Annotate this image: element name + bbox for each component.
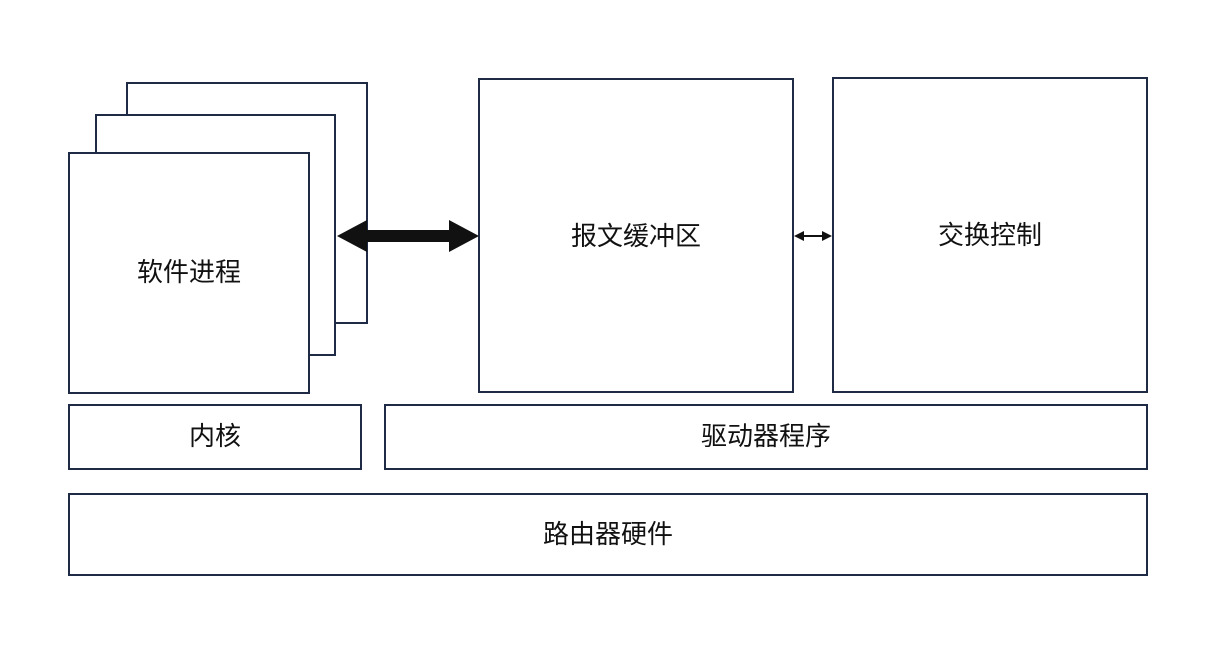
router-hardware-box: [68, 493, 1148, 576]
software-process-box: [68, 152, 310, 394]
driver-label: 驱动器程序: [701, 422, 831, 452]
software-process-label: 软件进程: [137, 258, 241, 288]
switch-control-box: [832, 77, 1148, 393]
packet-buffer-label: 报文缓冲区: [571, 222, 701, 252]
packet-buffer-box: [478, 78, 794, 393]
switch-control-label: 交换控制: [938, 221, 1042, 251]
router-hardware-label: 路由器硬件: [543, 520, 673, 550]
double-arrow-buffer-control: [794, 231, 832, 241]
double-arrow-process-buffer: [337, 220, 479, 252]
kernel-box: [68, 404, 362, 470]
driver-box: [384, 404, 1148, 470]
kernel-label: 内核: [189, 422, 241, 452]
